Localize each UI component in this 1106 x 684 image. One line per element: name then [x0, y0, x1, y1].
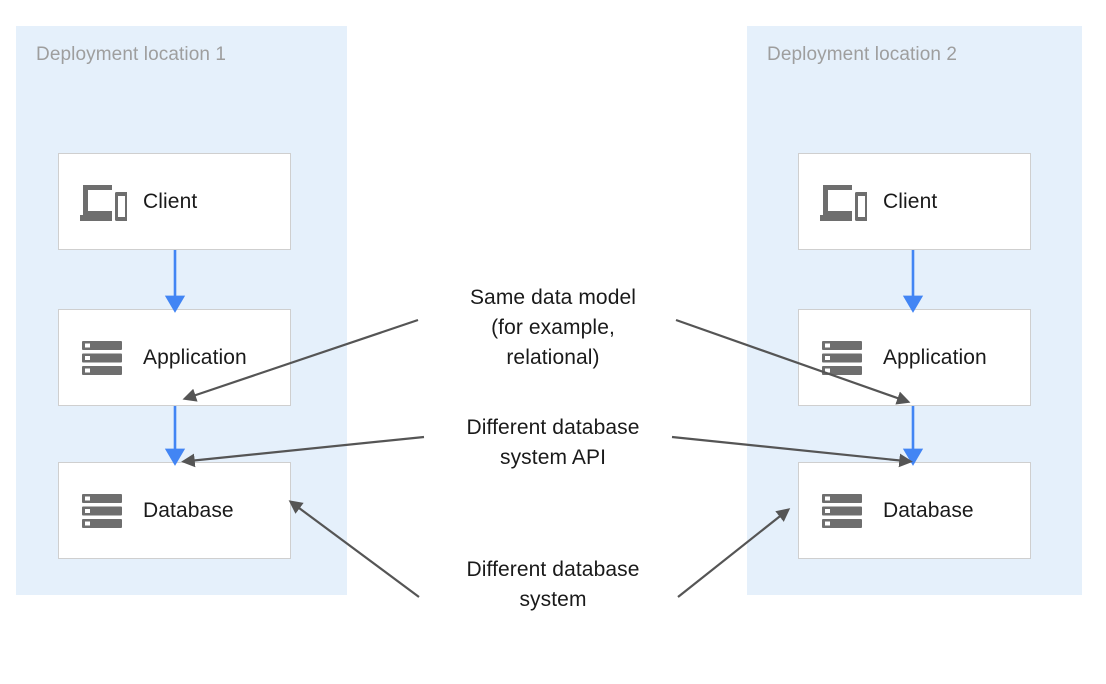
callout-different-database-system: Different database system — [466, 558, 640, 611]
node-label: Database — [143, 498, 234, 522]
node-client-location-2[interactable]: Client — [798, 153, 1031, 250]
node-label: Application — [883, 345, 987, 369]
node-label: Client — [883, 189, 938, 213]
node-database-location-1[interactable]: Database — [58, 462, 291, 559]
server-stack-icon — [82, 340, 122, 375]
node-label: Application — [143, 345, 247, 369]
server-stack-icon — [822, 493, 862, 528]
server-stack-icon — [82, 493, 122, 528]
node-database-location-2[interactable]: Database — [798, 462, 1031, 559]
node-label: Client — [143, 189, 198, 213]
node-label: Database — [883, 498, 974, 522]
callout-different-database-system-api: Different database system API — [466, 416, 640, 469]
server-stack-icon — [822, 340, 862, 375]
callout-same-data-model: Same data model (for example, relational… — [469, 286, 637, 369]
node-application-location-1[interactable]: Application — [58, 309, 291, 406]
devices-icon — [80, 184, 127, 221]
node-client-location-1[interactable]: Client — [58, 153, 291, 250]
node-application-location-2[interactable]: Application — [798, 309, 1031, 406]
devices-icon — [820, 184, 867, 221]
deployment-location-2-title: Deployment location 2 — [767, 44, 958, 65]
deployment-location-1-title: Deployment location 1 — [36, 44, 227, 65]
